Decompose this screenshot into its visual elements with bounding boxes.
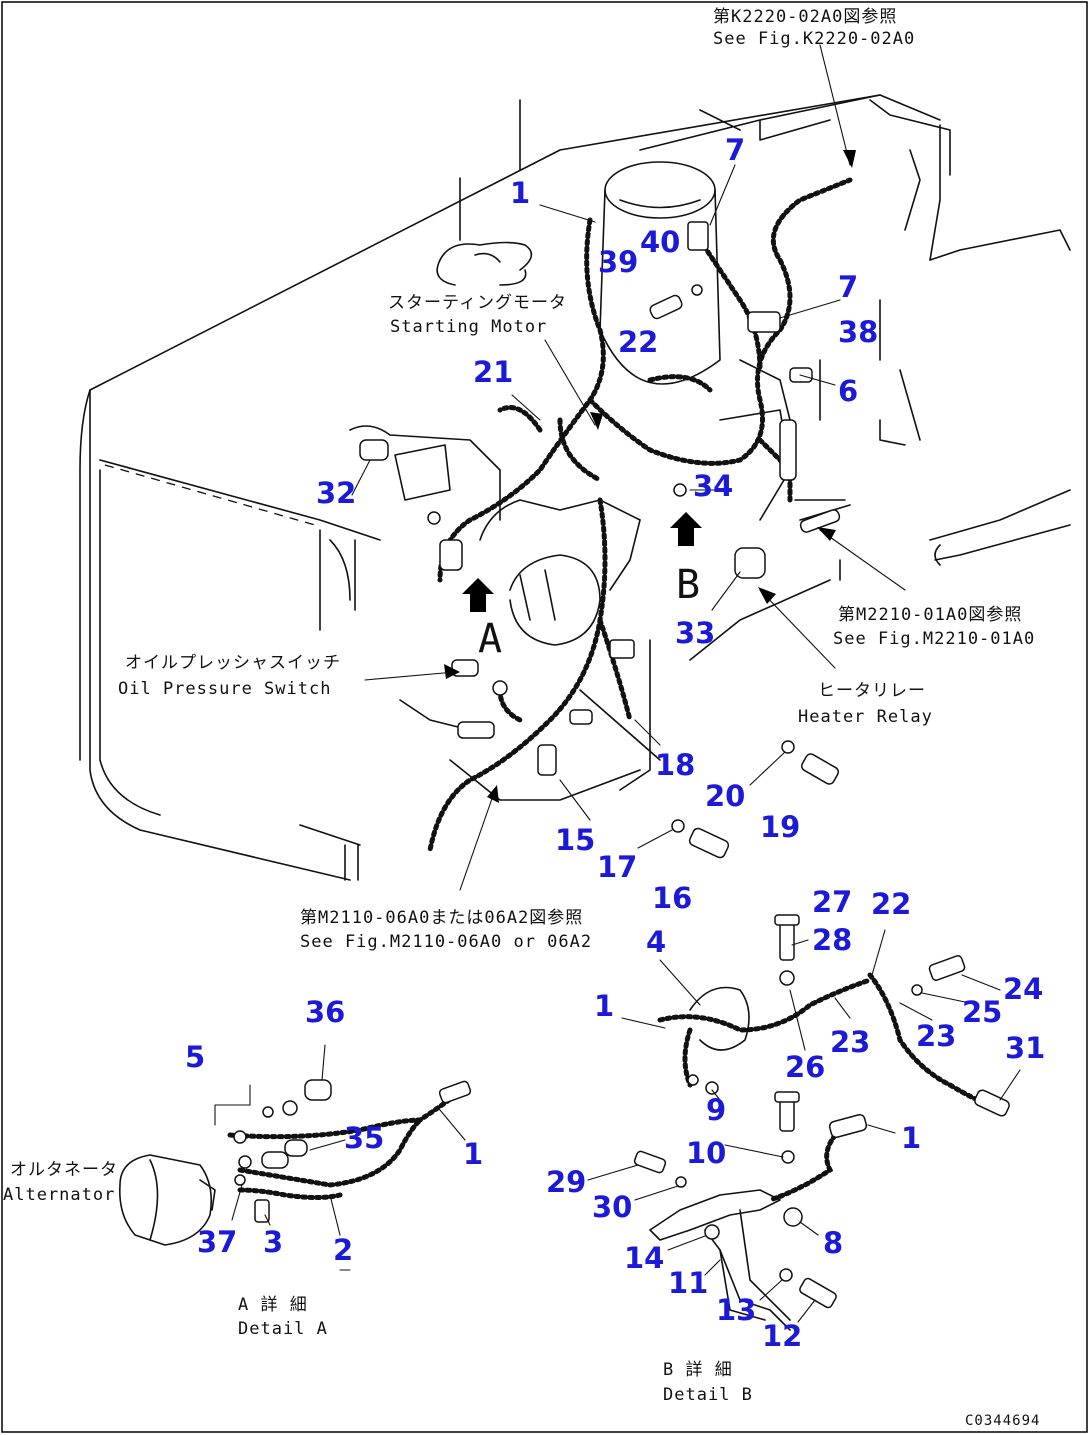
leader-arrowheads: [444, 150, 856, 803]
drawing-code: C0344694: [965, 1413, 1040, 1429]
detail-b-jp: B 詳 細: [663, 1360, 733, 1380]
reference-k2220-en: See Fig.K2220-02A0: [713, 29, 915, 49]
callout: 40: [640, 225, 680, 259]
callout: 1: [510, 176, 530, 210]
callout: 7: [725, 133, 745, 167]
main-view-parts: [359, 221, 841, 859]
detail-b-en: Detail B: [663, 1385, 753, 1405]
callout: 22: [871, 887, 911, 921]
reference-m2110-jp: 第M2110-06A0または06A2図参照: [300, 908, 583, 928]
starting-motor-jp: スターティングモータ: [388, 293, 567, 313]
leader-lines-detail-a: [231, 1044, 466, 1271]
callout: 14: [624, 1241, 664, 1275]
detail-b-lower: [633, 1091, 868, 1331]
detail-a-jp: A 詳 細: [238, 1295, 308, 1315]
oil-pressure-switch-en: Oil Pressure Switch: [118, 679, 331, 699]
heater-relay-en: Heater Relay: [798, 707, 933, 727]
callout: 26: [785, 1050, 825, 1084]
leader-lines-main: [351, 44, 906, 891]
callout: 32: [316, 476, 356, 510]
callout: 4: [646, 925, 666, 959]
callout: 1: [594, 989, 614, 1023]
alternator-jp: オルタネータ: [10, 1160, 118, 1180]
callout: 31: [1005, 1031, 1045, 1065]
label-heater-relay: ヒータリレー Heater Relay: [798, 681, 933, 727]
leader-lines-detail-b-upper: [621, 929, 1021, 1101]
view-arrow-a: [462, 578, 494, 612]
detail-a-en: Detail A: [238, 1319, 328, 1339]
main-harness: [427, 177, 853, 853]
oil-pressure-switch-jp: オイルプレッシャスイッチ: [125, 653, 341, 673]
callout: 36: [305, 995, 345, 1029]
reference-m2210: 第M2210-01A0図参照 See Fig.M2210-01A0: [833, 605, 1035, 649]
reference-k2220: 第K2220-02A0図参照 See Fig.K2220-02A0: [713, 7, 915, 49]
detail-a-title: A 詳 細 Detail A: [238, 1295, 328, 1339]
heater-relay-jp: ヒータリレー: [818, 681, 926, 701]
detail-b-title: B 詳 細 Detail B: [663, 1360, 753, 1405]
callout: 15: [555, 823, 595, 857]
callout: 16: [652, 881, 692, 915]
callout: 38: [838, 315, 878, 349]
callout: 13: [716, 1293, 756, 1327]
callout-numbers: 1 7 39 40 7 38 22 6 21 32 34 33 18 20 19…: [185, 133, 1045, 1353]
callout: 12: [762, 1319, 802, 1353]
callout: 10: [686, 1136, 726, 1170]
detail-b-upper: [657, 914, 1010, 1117]
reference-m2210-jp: 第M2210-01A0図参照: [838, 605, 1022, 625]
callout: 20: [705, 779, 745, 813]
reference-m2110: 第M2110-06A0または06A2図参照 See Fig.M2110-06A0…: [300, 908, 592, 952]
engine-outline: [79, 94, 1071, 881]
callout: 8: [823, 1226, 843, 1260]
leader-lines-detail-b-lower: [587, 1124, 896, 1323]
callout: 35: [344, 1121, 384, 1155]
callout: 27: [812, 885, 852, 919]
callout: 23: [916, 1019, 956, 1053]
starting-motor-en: Starting Motor: [390, 317, 547, 337]
callout: 9: [706, 1093, 726, 1127]
callout: 28: [812, 923, 852, 957]
callout: 29: [546, 1165, 586, 1199]
callout: 39: [598, 245, 638, 279]
detail-a: [118, 1079, 472, 1246]
reference-m2210-en: See Fig.M2210-01A0: [833, 629, 1035, 649]
label-oil-pressure-switch: オイルプレッシャスイッチ Oil Pressure Switch: [118, 653, 341, 699]
view-letter-a: A: [478, 616, 502, 662]
callout: 30: [592, 1190, 632, 1224]
reference-k2220-jp: 第K2220-02A0図参照: [713, 7, 897, 27]
callout: 25: [962, 995, 1002, 1029]
callout: 33: [675, 616, 715, 650]
alternator-en: Alternator: [3, 1185, 115, 1205]
callout: 17: [597, 850, 637, 884]
callout: 1: [463, 1137, 483, 1171]
callout: 3: [263, 1225, 283, 1259]
callout: 19: [760, 810, 800, 844]
callout: 7: [838, 270, 858, 304]
callout: 22: [618, 325, 658, 359]
callout: 2: [333, 1233, 353, 1267]
callout: 37: [197, 1225, 237, 1259]
callout: 23: [830, 1025, 870, 1059]
label-alternator: オルタネータ Alternator: [3, 1160, 118, 1205]
reference-m2110-en: See Fig.M2110-06A0 or 06A2: [300, 932, 592, 952]
callout: 1: [901, 1121, 921, 1155]
view-arrow-b: [670, 512, 702, 546]
callout: 11: [668, 1266, 708, 1300]
view-letter-b: B: [676, 562, 700, 608]
callout: 18: [655, 748, 695, 782]
callout: 21: [473, 355, 513, 389]
callout: 5: [185, 1040, 205, 1074]
callout: 34: [693, 469, 733, 503]
callout: 6: [838, 374, 858, 408]
label-starting-motor: スターティングモータ Starting Motor: [388, 293, 567, 337]
callout: 24: [1003, 972, 1043, 1006]
